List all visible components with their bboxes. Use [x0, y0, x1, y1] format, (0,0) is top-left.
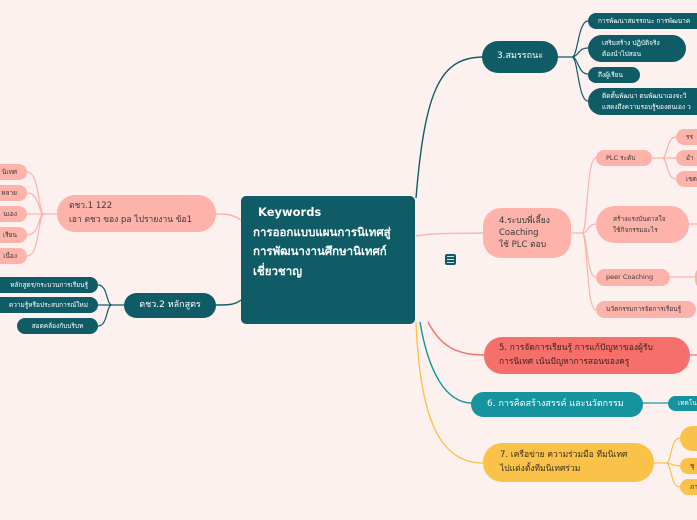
b2-child-2-label: ความรู้หรือประสบการณ์ใหม่ — [8, 300, 88, 309]
b4-inspiration-label: สร้างแรงบันดาลใจ ใช้กิจกรรมอะไร — [613, 215, 666, 234]
link-b2-children — [97, 284, 125, 327]
branch-3-label: 3.สมรรถนะ — [496, 51, 544, 62]
peer-child-node[interactable] — [695, 266, 697, 290]
b7-child-1[interactable] — [680, 426, 697, 451]
root-topic[interactable]: Keywords การออกแบบแผนการนิเทศสู่ การพัฒน… — [241, 196, 415, 324]
b3-child-3-label: ถึงผู้เรียน — [598, 70, 623, 79]
b2-child-1[interactable]: หลักสูตร/กระบวนการเรียนรู้ — [0, 277, 98, 293]
link-root-b4 — [415, 232, 484, 237]
b1-child-1[interactable]: นิเทศ — [0, 164, 27, 180]
b7-child-3-label: ภา — [690, 482, 697, 491]
plc-child-district[interactable]: อำ — [676, 150, 697, 166]
link-root-b5 — [427, 321, 485, 356]
b3-child-4[interactable]: ติดตั้นพัฒนา ตนพัฒนาเองจะวิ แสดงถึงความร… — [588, 88, 697, 115]
branch-7-label: 7. เครือข่าย ความร่วมมือ ทีมนิเทศ ไปแต่ง… — [500, 450, 628, 474]
b4-plc-level-label: PLC ระดับ — [606, 153, 636, 162]
b2-child-1-label: หลักสูตร/กระบวนการเรียนรู้ — [10, 280, 88, 289]
link-root-b6 — [419, 321, 473, 404]
b3-child-1[interactable]: การพัฒนาสมรรถนะ การพัฒนาค — [588, 13, 697, 29]
branch-2-curriculum[interactable]: ตชว.2 หลักสูตร — [124, 293, 216, 318]
branch-6-creativity[interactable]: 6. การคิดสร้างสรรค์ และนวัตกรรม — [471, 392, 643, 417]
b2-child-3-label: สอดคล้องกับบริบท — [31, 321, 84, 330]
note-lines-icon[interactable] — [445, 254, 456, 265]
b1-child-4-label: เรียน — [3, 230, 17, 239]
plc-child-area[interactable]: เขต — [676, 171, 697, 187]
link-b3-children — [558, 20, 589, 102]
b4-peer-coaching-label: peer Coaching — [606, 273, 654, 282]
link-plc-children — [651, 136, 677, 180]
b4-innovation-label: นวัตกรรมการจัดการเรียนรู้ — [606, 305, 682, 314]
b7-child-2[interactable]: ชุ — [680, 458, 697, 474]
branch-5-learning[interactable]: 5. การจัดการเรียนรู้ การแก้ปัญหาของผู้รั… — [484, 337, 690, 374]
b2-child-2[interactable]: ความรู้หรือประสบการณ์ใหม่ — [0, 297, 98, 313]
b3-child-2[interactable]: เสริมสร้าง ปฏิบัติจริง ต้องนำไปสอน — [588, 35, 686, 62]
plc-child-school-label: รร — [686, 132, 693, 141]
plc-child-school[interactable]: รร — [676, 129, 697, 145]
b7-child-3[interactable]: ภา — [680, 479, 697, 495]
branch-4-label: 4.ระบบพี่เลี้ยง Coaching ใช้ PLC ตอบ — [499, 215, 550, 251]
link-root-b2 — [214, 299, 242, 306]
b2-child-3[interactable]: สอดคล้องกับบริบท — [17, 318, 98, 334]
link-b7-children — [654, 437, 681, 488]
b4-plc-level[interactable]: PLC ระดับ — [596, 150, 652, 166]
root-title: การออกแบบแผนการนิเทศสู่ การพัฒนางานศึกษา… — [253, 224, 391, 278]
b1-child-2-label: หลาย — [1, 188, 17, 197]
link-root-b1 — [215, 213, 242, 221]
b1-child-5[interactable]: เนื่อง — [0, 248, 27, 264]
link-b1-children — [26, 171, 58, 257]
b1-child-1-label: นิเทศ — [1, 167, 17, 176]
branch-2-label: ตชว.2 หลักสูตร — [139, 299, 201, 310]
b6-child-tech-label: เทคโน — [678, 399, 697, 408]
b4-innovation[interactable]: นวัตกรรมการจัดการเรียนรู้ — [596, 301, 696, 318]
branch-6-label: 6. การคิดสร้างสรรค์ และนวัตกรรม — [487, 398, 624, 409]
b7-child-2-label: ชุ — [690, 461, 695, 470]
branch-1-standards[interactable]: ตชว.1 122 เอา ตชว ของ pa ไปรายงาน ข้อ1 — [57, 195, 216, 232]
b1-child-3[interactable]: นเอง — [0, 206, 27, 222]
b1-child-3-label: นเอง — [3, 209, 17, 218]
branch-5-label: 5. การจัดการเรียนรู้ การแก้ปัญหาของผู้รั… — [499, 343, 653, 367]
b1-child-5-label: เนื่อง — [3, 251, 17, 260]
branch-1-label: ตชว.1 122 เอา ตชว ของ pa ไปรายงาน ข้อ1 — [69, 201, 193, 225]
root-keyword: Keywords — [258, 205, 322, 219]
b6-child-tech[interactable]: เทคโน — [668, 396, 697, 411]
branch-4-coaching[interactable]: 4.ระบบพี่เลี้ยง Coaching ใช้ PLC ตอบ — [483, 208, 571, 258]
branch-3-competency[interactable]: 3.สมรรถนะ — [482, 41, 558, 73]
b1-child-4[interactable]: เรียน — [0, 227, 27, 243]
b4-inspiration[interactable]: สร้างแรงบันดาลใจ ใช้กิจกรรมอะไร — [596, 206, 689, 243]
link-root-b7 — [415, 321, 484, 464]
b3-child-1-label: การพัฒนาสมรรถนะ การพัฒนาค — [598, 16, 691, 25]
b3-child-3[interactable]: ถึงผู้เรียน — [588, 67, 640, 83]
b1-child-2[interactable]: หลาย — [0, 185, 27, 201]
link-b4-children — [570, 157, 597, 311]
plc-child-district-label: อำ — [686, 153, 694, 162]
b4-peer-coaching[interactable]: peer Coaching — [596, 269, 670, 286]
b3-child-2-label: เสริมสร้าง ปฏิบัติจริง ต้องนำไปสอน — [602, 39, 660, 58]
branch-7-network[interactable]: 7. เครือข่าย ความร่วมมือ ทีมนิเทศ ไปแต่ง… — [483, 443, 654, 482]
link-root-b3 — [415, 56, 483, 199]
b3-child-4-label: ติดตั้นพัฒนา ตนพัฒนาเองจะวิ แสดงถึงความร… — [602, 92, 691, 111]
plc-child-area-label: เขต — [686, 174, 697, 183]
